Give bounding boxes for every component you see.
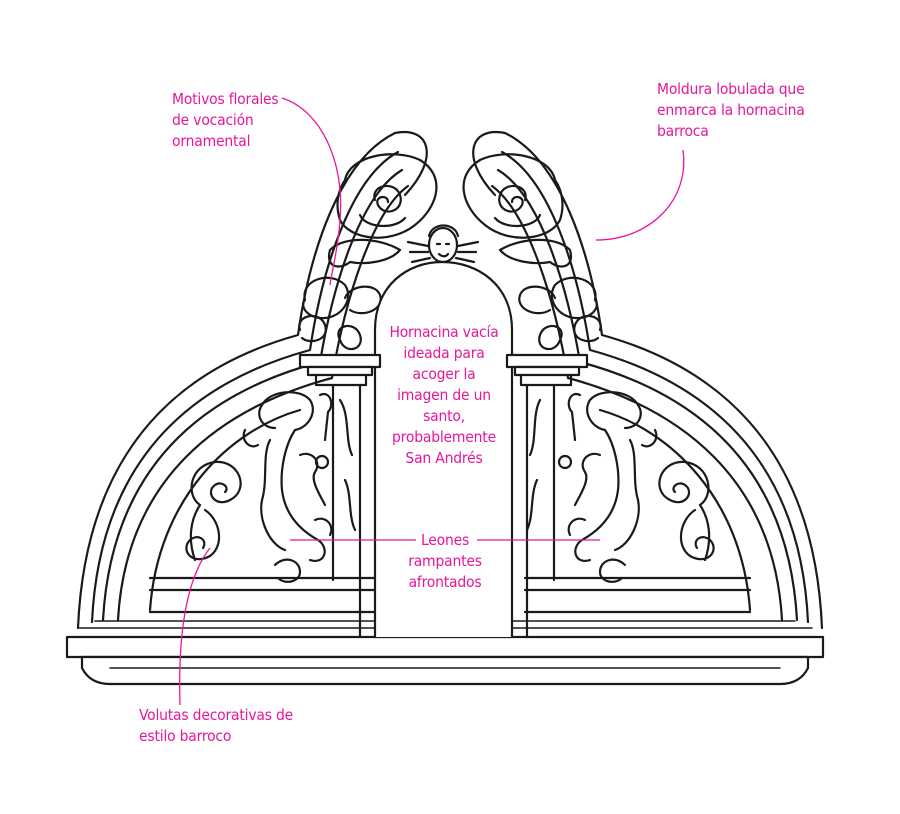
niche bbox=[358, 260, 529, 639]
leader-molding bbox=[595, 149, 685, 241]
label-empty-niche: Hornacina vacía ideada para acoger la im… bbox=[389, 323, 499, 467]
lion-right bbox=[525, 391, 658, 583]
leader-floral bbox=[281, 97, 342, 286]
cornice-base bbox=[65, 620, 825, 686]
label-rampant-lions: Leones rampantes afrontados bbox=[408, 531, 482, 591]
label-floral-motifs: Motivos florales de vocación ornamental bbox=[172, 90, 279, 150]
lion-left bbox=[242, 391, 357, 583]
label-lobed-molding: Moldura lobulada que enmarca la hornacin… bbox=[657, 80, 805, 140]
cherub-head bbox=[406, 224, 480, 264]
volutes bbox=[185, 460, 715, 562]
label-volutes: Volutas decorativas de estilo barroco bbox=[139, 706, 294, 745]
leader-volutes bbox=[179, 547, 211, 706]
columns bbox=[298, 353, 589, 582]
leader-lines bbox=[179, 97, 685, 706]
floral-motifs bbox=[298, 153, 602, 351]
plinth bbox=[148, 576, 752, 614]
